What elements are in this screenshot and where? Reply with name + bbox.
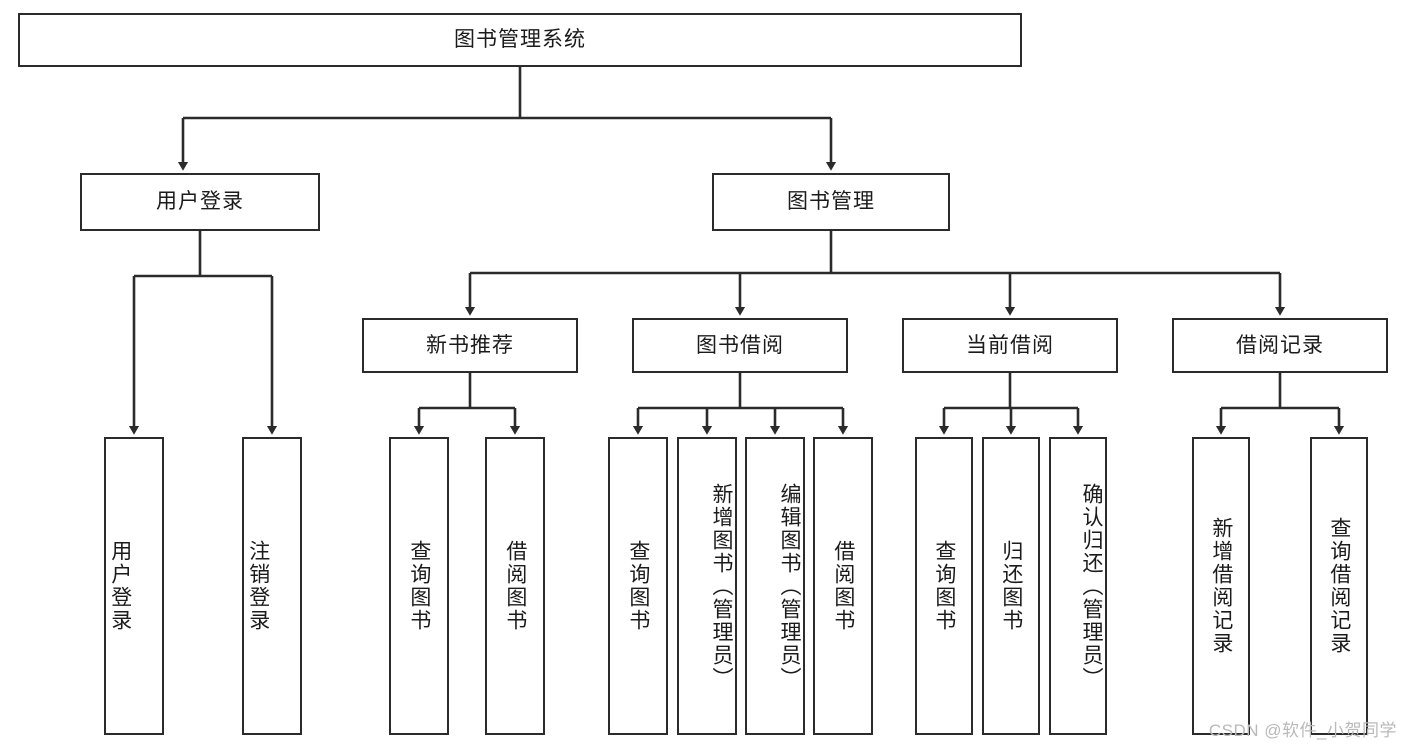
- node-current-borrow-label: 当前借阅: [966, 333, 1054, 357]
- leaf-confirm-return-admin[interactable]: 确认归还（管理员）: [1049, 437, 1107, 735]
- node-book-borrow-label: 图书借阅: [696, 333, 784, 357]
- leaf-edit-book-admin[interactable]: 编辑图书（管理员）: [745, 437, 805, 735]
- leaf-return-book[interactable]: 归还图书: [982, 437, 1040, 735]
- leaf-add-book-admin-label: 新增图书（管理员）: [710, 482, 733, 690]
- watermark: CSDN @软件_小贺同学: [1208, 721, 1397, 740]
- leaf-add-book-admin[interactable]: 新增图书（管理员）: [677, 437, 737, 735]
- node-book-borrow[interactable]: 图书借阅: [632, 318, 848, 373]
- leaf-query-borrow-record-label: 查询借阅记录: [1327, 517, 1351, 655]
- leaf-query-borrow-record[interactable]: 查询借阅记录: [1310, 437, 1368, 735]
- leaf-return-book-label: 归还图书: [999, 540, 1023, 632]
- leaf-add-borrow-record[interactable]: 新增借阅记录: [1192, 437, 1250, 735]
- node-book-management-label: 图书管理: [787, 190, 875, 214]
- leaf-user-logout[interactable]: 注销登录: [242, 437, 302, 735]
- node-new-book-recommend-label: 新书推荐: [426, 333, 514, 357]
- node-root-label: 图书管理系统: [454, 28, 586, 52]
- leaf-user-login[interactable]: 用户登录: [104, 437, 164, 735]
- leaf-query-book-recommend-label: 查询图书: [407, 540, 431, 632]
- leaf-user-login-label: 用户登录: [108, 540, 132, 632]
- leaf-borrow-book-recommend-label: 借阅图书: [503, 540, 527, 632]
- node-borrow-record[interactable]: 借阅记录: [1172, 318, 1388, 373]
- leaf-query-book-borrow[interactable]: 查询图书: [608, 437, 668, 735]
- node-book-management[interactable]: 图书管理: [712, 173, 950, 231]
- node-new-book-recommend[interactable]: 新书推荐: [362, 318, 578, 373]
- leaf-query-book-current[interactable]: 查询图书: [915, 437, 973, 735]
- node-user-login[interactable]: 用户登录: [80, 173, 320, 231]
- leaf-borrow-book[interactable]: 借阅图书: [813, 437, 873, 735]
- leaf-user-logout-label: 注销登录: [246, 540, 270, 632]
- leaf-confirm-return-admin-label: 确认归还（管理员）: [1080, 482, 1103, 690]
- leaf-query-book-borrow-label: 查询图书: [626, 540, 650, 632]
- leaf-borrow-book-label: 借阅图书: [831, 540, 855, 632]
- leaf-query-book-recommend[interactable]: 查询图书: [389, 437, 449, 735]
- leaf-borrow-book-recommend[interactable]: 借阅图书: [485, 437, 545, 735]
- leaf-add-borrow-record-label: 新增借阅记录: [1209, 517, 1233, 655]
- leaf-edit-book-admin-label: 编辑图书（管理员）: [778, 482, 801, 690]
- leaf-query-book-current-label: 查询图书: [932, 540, 956, 632]
- node-borrow-record-label: 借阅记录: [1236, 333, 1324, 357]
- node-root[interactable]: 图书管理系统: [18, 13, 1022, 67]
- node-current-borrow[interactable]: 当前借阅: [902, 318, 1118, 373]
- node-user-login-label: 用户登录: [156, 190, 244, 214]
